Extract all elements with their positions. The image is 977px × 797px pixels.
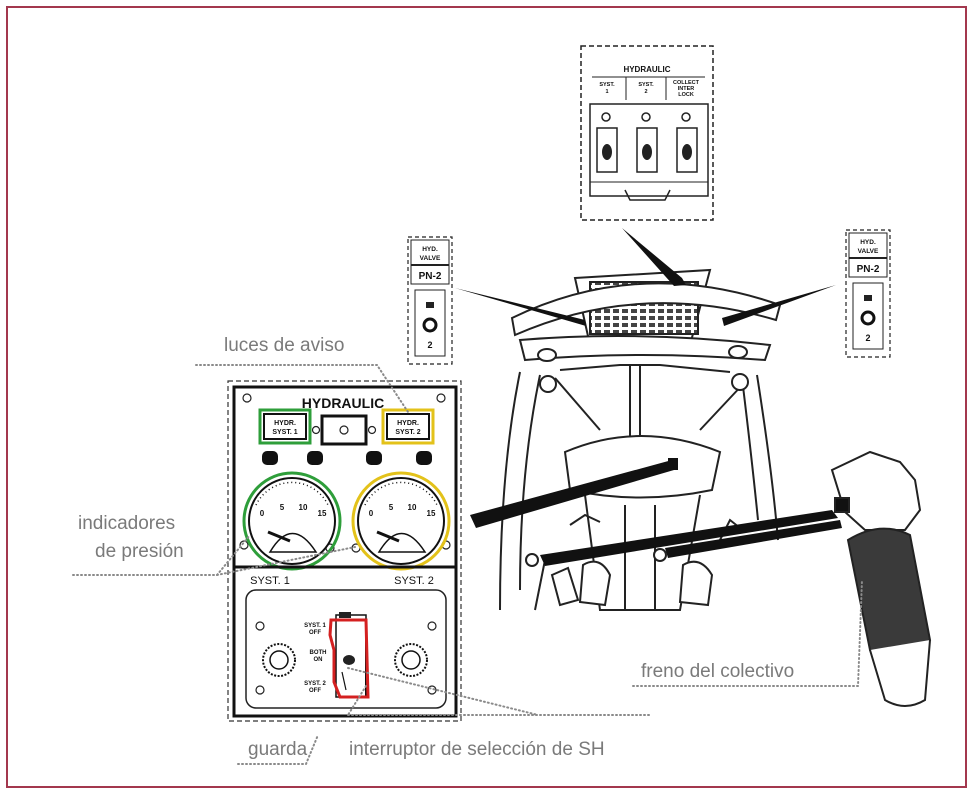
- svg-text:VALVE: VALVE: [420, 255, 441, 262]
- svg-text:15: 15: [318, 509, 327, 518]
- valve-left-knob-icon: [424, 319, 436, 331]
- callout-selector-switch: interruptor de selección de SH: [349, 740, 605, 759]
- switch-pos-syst2-off: SYST. 2: [304, 681, 326, 687]
- valve-placard-left: HYD. VALVE PN-2 2: [408, 237, 452, 364]
- knob-syst1-icon: [263, 644, 295, 676]
- overhead-col1-label: SYST.: [599, 82, 615, 88]
- svg-text:5: 5: [280, 503, 285, 512]
- overhead-col2-label: SYST.: [638, 82, 654, 88]
- svg-text:VALVE: VALVE: [858, 248, 879, 255]
- callout-guard: guarda: [248, 740, 307, 759]
- svg-text:15: 15: [427, 509, 436, 518]
- svg-text:1: 1: [605, 89, 608, 95]
- valve-placard-right: HYD. VALVE PN-2 2: [846, 230, 890, 357]
- switch-pos-both-on: BOTH: [310, 650, 327, 656]
- hydraulic-selector-switch: [330, 612, 368, 697]
- callout-warning-lights: luces de aviso: [224, 336, 344, 355]
- valve-right-knob-icon: [862, 312, 874, 324]
- callout-pressure-indicators-1: indicadores: [78, 514, 175, 533]
- callout-collective-brake: freno del colectivo: [641, 662, 794, 681]
- svg-text:0: 0: [369, 509, 374, 518]
- valve-right-code: PN-2: [857, 264, 880, 275]
- svg-text:2: 2: [427, 340, 432, 350]
- svg-text:OFF: OFF: [309, 688, 321, 694]
- svg-text:0: 0: [260, 509, 265, 518]
- svg-text:HYD.: HYD.: [860, 239, 876, 246]
- pressure-gauge-syst1: 0 5 10 15: [244, 473, 340, 569]
- callout-pressure-indicators-2: de presión: [95, 542, 184, 561]
- svg-text:SYST. 2: SYST. 2: [395, 429, 420, 436]
- pressure-gauge-syst2: 0 5 10 15: [353, 473, 449, 569]
- svg-text:10: 10: [408, 503, 417, 512]
- svg-text:2: 2: [644, 89, 647, 95]
- warning-light-syst1-label: HYDR.: [274, 420, 296, 427]
- svg-text:ON: ON: [314, 657, 323, 663]
- switch-pos-syst1-off: SYST. 1: [304, 623, 326, 629]
- svg-text:HYD.: HYD.: [422, 246, 438, 253]
- svg-text:LOCK: LOCK: [678, 92, 694, 98]
- svg-text:OFF: OFF: [309, 630, 321, 636]
- svg-text:5: 5: [389, 503, 394, 512]
- hydraulic-panel: HYDRAULIC HYDR. SYST. 1 HYDR. SYST. 2: [228, 381, 461, 721]
- knob-syst2-icon: [395, 644, 427, 676]
- panel-title: HYDRAULIC: [302, 395, 384, 411]
- overhead-panel-title: HYDRAULIC: [623, 65, 670, 74]
- warning-light-syst1: HYDR. SYST. 1: [260, 410, 310, 443]
- warning-light-syst2: HYDR. SYST. 2: [383, 410, 433, 443]
- collective-grip: [832, 452, 930, 706]
- svg-text:2: 2: [865, 333, 870, 343]
- warning-light-syst2-label: HYDR.: [397, 420, 419, 427]
- overhead-panel: HYDRAULIC SYST. 1 SYST. 2 COLLECT INTER …: [581, 46, 713, 220]
- valve-left-code: PN-2: [419, 271, 442, 282]
- svg-text:10: 10: [299, 503, 308, 512]
- callout-leader-lines: [73, 365, 862, 764]
- syst1-label: SYST. 1: [250, 575, 290, 587]
- svg-text:SYST. 1: SYST. 1: [272, 429, 297, 436]
- syst2-label: SYST. 2: [394, 575, 434, 587]
